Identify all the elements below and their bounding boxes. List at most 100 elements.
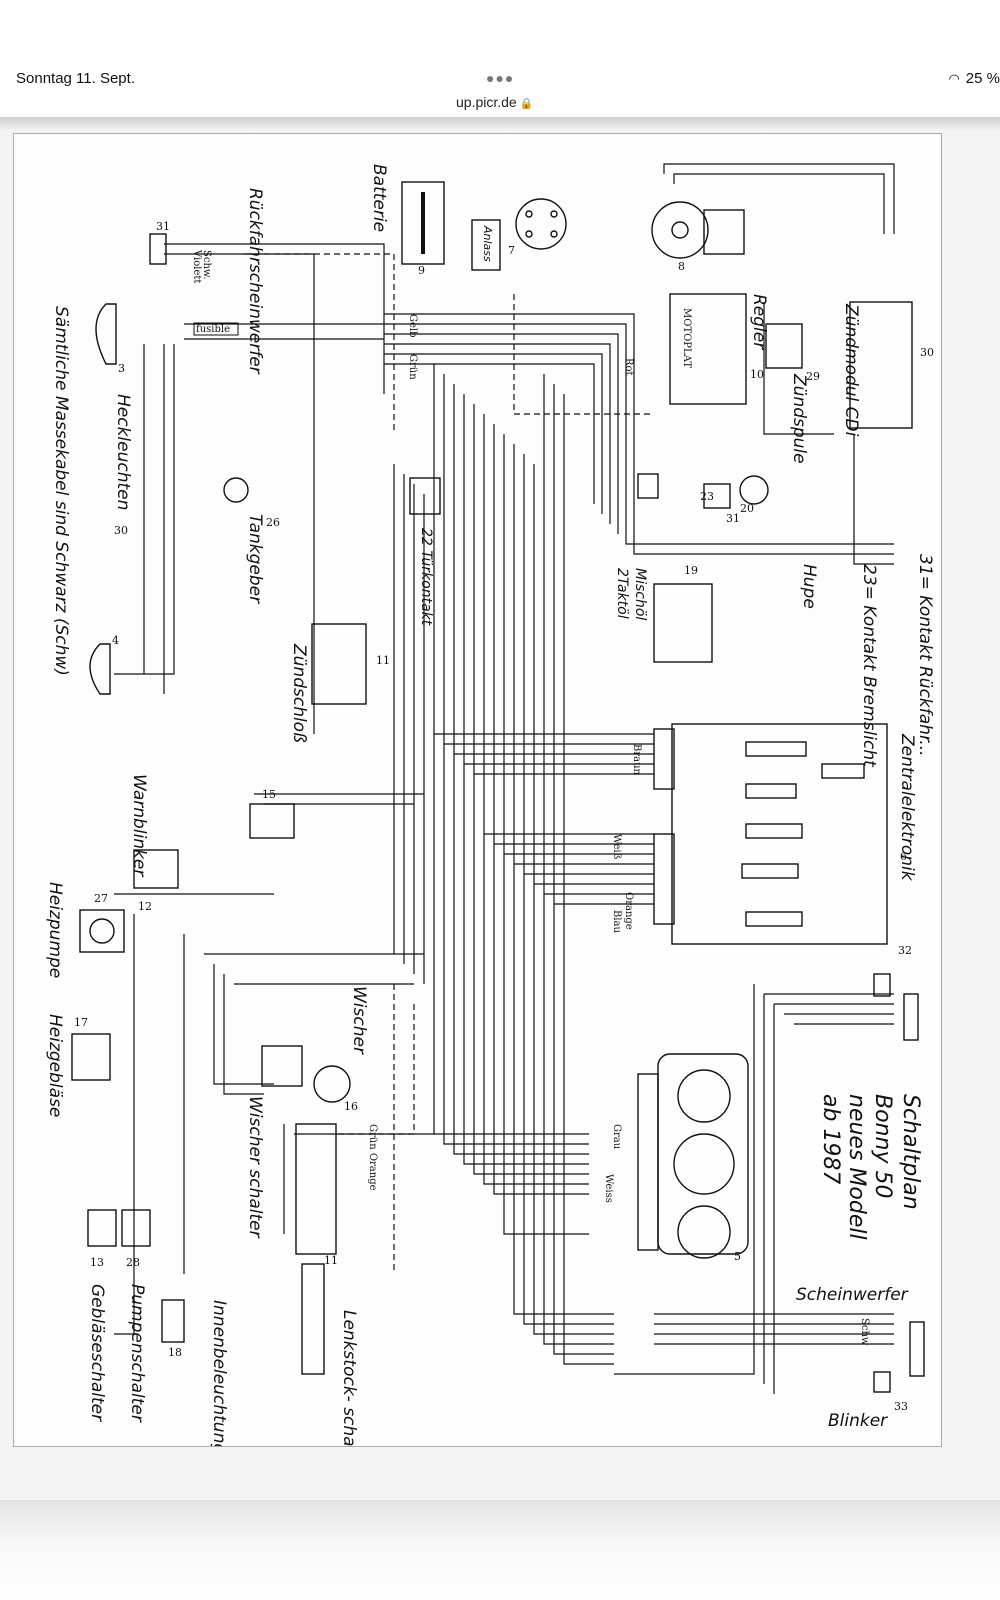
label-pumpenschalter: Pumpenschalter	[127, 1284, 147, 1423]
num-19: 18	[168, 1346, 182, 1359]
label-warnblinker: Warnblinker	[129, 774, 149, 877]
label-rueckfahr: Rückfahrscheinwerfer	[245, 188, 265, 375]
num-29: 30	[920, 346, 934, 359]
component-numbers: 9 7 8 10 29 30 20 23 31 19 6 32 5 33 31 …	[74, 220, 934, 1413]
num-9: 9	[418, 264, 425, 277]
num-6: 6	[900, 850, 907, 863]
label-heizgeblaese: Heizgebläse	[45, 1014, 65, 1117]
address-url[interactable]: up.picr.de🔒	[456, 94, 533, 110]
label-innenbeleuchtung: Innenbeleuchtung	[209, 1300, 229, 1446]
label-zentralelektronik: Zentralelektronik	[897, 733, 917, 882]
label-batterie: Batterie	[369, 164, 389, 232]
regulator-box	[669, 293, 747, 405]
wire-label-braun: Braun	[631, 744, 642, 776]
label-zuendmodul: Zündmodul CDi	[841, 303, 861, 437]
motoplat-label: MOTOPLAT	[681, 308, 692, 368]
num-4: 4	[112, 634, 119, 647]
num-31: 31	[726, 512, 740, 525]
instrument-cluster	[657, 1053, 749, 1255]
more-dots-icon[interactable]: ●●●	[486, 70, 515, 86]
schaltplan-title-block: Schaltplan Bonny 50 neues Modell ab 1987	[818, 1094, 923, 1240]
num-21: 20	[740, 502, 754, 515]
num-18: 17	[74, 1016, 88, 1029]
starter-motor	[515, 198, 567, 250]
schaltplan-line3: neues Modell	[844, 1094, 869, 1240]
label-kontakt31: 31= Kontakt Rückfahr...	[915, 554, 935, 757]
num-5: 5	[734, 1250, 741, 1263]
generator-symbol	[651, 201, 709, 259]
num-32: 32	[898, 944, 912, 957]
label-heizpumpe: Heizpumpe	[45, 882, 65, 978]
wire-label-gelb: Gelb	[407, 314, 418, 338]
component-labels: Rückfahrscheinwerfer Batterie Anlass Zün…	[45, 164, 935, 1476]
wiring-diagram: Gelb Grün Schw. Violett Rot Braun Weiß B…	[45, 163, 935, 1476]
label-heckleuchten: Heckleuchten	[113, 394, 133, 510]
browser-status-bar: Sonntag 11. Sept. ●●● up.picr.de🔒 ◠ 25 %	[0, 0, 1000, 118]
wire-label-blau: Blau	[611, 910, 622, 934]
bottom-toolbar	[0, 1500, 1000, 1600]
central-electronics-box	[671, 723, 888, 945]
label-kontakt23: 23= Kontakt Bremslicht	[859, 564, 879, 768]
wire-label-weiss: Weiss	[603, 1174, 614, 1203]
num-26: 29	[806, 370, 820, 383]
ignition-coil	[765, 323, 803, 369]
num-30: 31	[156, 220, 170, 233]
label-tankgeber: Tankgeber	[245, 514, 265, 604]
label-masse: Sämtliche Massekabel sind Schwarz (Schw)	[51, 306, 71, 676]
label-zuendspule: Zündspule	[789, 373, 809, 464]
wire-labels: Gelb Grün Schw. Violett Rot Braun Weiß B…	[191, 249, 870, 1346]
num-11: 11	[376, 654, 390, 667]
diagram-wires	[114, 163, 895, 1394]
num-3: 3	[118, 362, 125, 375]
tail-light-lower	[89, 643, 111, 695]
battery-symbol	[401, 181, 445, 265]
wire-label-schw: Schw.	[201, 250, 212, 279]
wire-label-schw2: Schw	[859, 1318, 870, 1346]
wifi-icon: ◠	[948, 71, 960, 86]
status-date: Sonntag 11. Sept.	[16, 70, 135, 87]
url-text: up.picr.de	[456, 94, 517, 110]
cdi-module-box	[849, 301, 913, 429]
fuse-label: fusible	[196, 324, 230, 335]
wire-label-gruenorange: Grün Orange	[367, 1124, 378, 1191]
label-tuerkontakt: 22 Türkontakt	[418, 528, 434, 626]
schaltplan-line4: ab 1987	[818, 1094, 843, 1184]
label-wischerschalter: Wischer schalter	[245, 1096, 265, 1239]
wire-label-weiss2: Weiß	[611, 834, 622, 860]
label-scheinwerfer: Scheinwerfer	[796, 1285, 909, 1305]
schaltplan-model: Bonny 50	[870, 1094, 895, 1198]
num-24: 26	[266, 516, 280, 529]
label-anlass: Anlass	[481, 225, 494, 262]
wire-label-violett: Violett	[191, 249, 202, 283]
num-27: 30	[114, 524, 128, 537]
label-geblaeseschalter: Gebläseschalter	[87, 1284, 107, 1422]
num-23: 23	[700, 490, 714, 503]
anlass-relay	[471, 219, 501, 271]
num-25: 27	[94, 892, 108, 905]
battery-percentage: 25 %	[965, 70, 1000, 87]
wire-label-rot: Rot	[623, 358, 634, 376]
wire-label-grau: Grau	[611, 1124, 622, 1150]
num-17: 16	[344, 1100, 358, 1113]
wire-label-gruen: Grün	[407, 354, 418, 380]
num-20: 19	[684, 564, 698, 577]
num-7: 7	[508, 244, 515, 257]
label-zuendschloss: Zündschloß	[289, 643, 309, 743]
num-8: 8	[678, 260, 685, 273]
label-hupe: Hupe	[799, 564, 819, 609]
diagram-components	[71, 181, 925, 1393]
label-regler: Regler	[749, 294, 769, 350]
num-16: 15	[262, 788, 276, 801]
wire-label-orange: Orange	[623, 892, 634, 930]
label-2taktoel: 2Taktöl	[614, 568, 630, 619]
label-blinker: Blinker	[828, 1411, 888, 1431]
ignition-lock	[311, 623, 367, 705]
num-10: 10	[750, 368, 764, 381]
num-28: 28	[126, 1256, 140, 1269]
oil-tank	[653, 583, 713, 663]
lock-icon: 🔒	[519, 98, 534, 110]
wiring-diagram-sheet: Gelb Grün Schw. Violett Rot Braun Weiß B…	[13, 133, 942, 1476]
toolbar-divider	[0, 117, 1000, 130]
schaltplan-title: Schaltplan	[898, 1094, 923, 1210]
steering-column-switch	[295, 1123, 337, 1255]
